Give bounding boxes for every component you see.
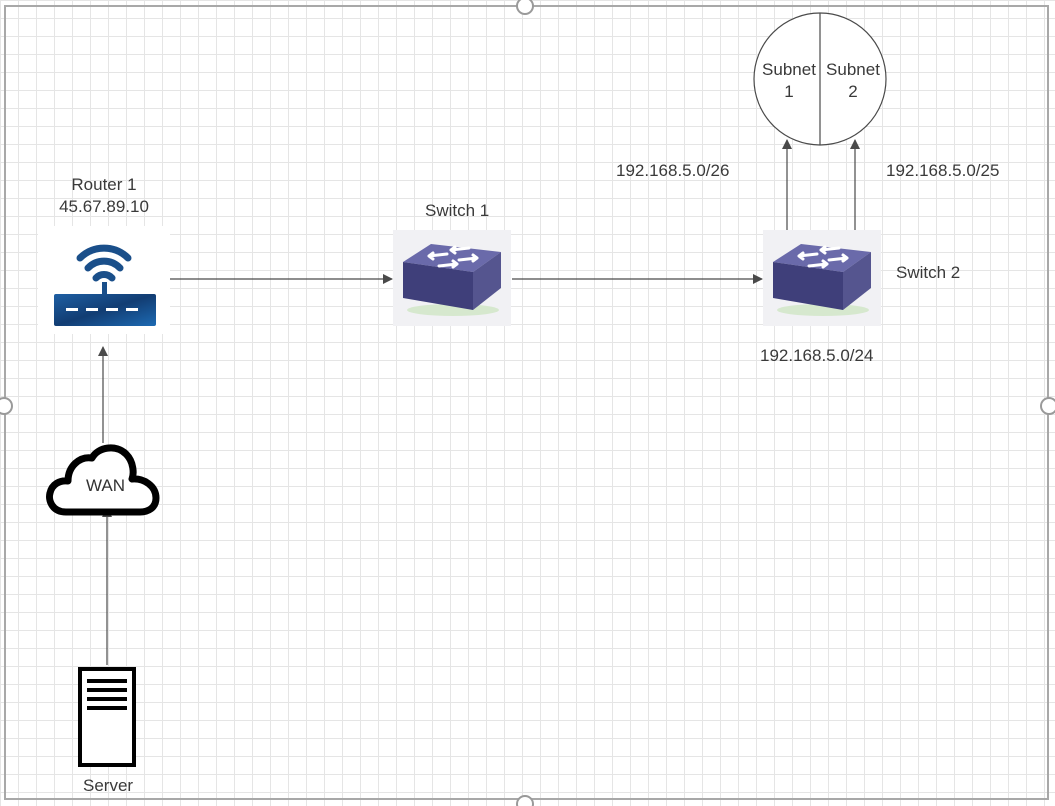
subnet1-cidr-label: 192.168.5.0/26 xyxy=(616,161,730,180)
wan-node[interactable]: WAN xyxy=(44,442,162,518)
switch1-label: Switch 1 xyxy=(425,201,490,220)
switch2-label: Switch 2 xyxy=(896,263,961,282)
subnet2-label-line2: 2 xyxy=(848,82,858,101)
resize-handle-right[interactable] xyxy=(1040,397,1055,415)
network-switch-icon xyxy=(403,244,501,316)
subnet-circle-shape xyxy=(753,12,887,146)
server-node[interactable] xyxy=(78,667,138,769)
resize-handle-bottom[interactable] xyxy=(516,795,534,806)
server-icon xyxy=(78,667,136,767)
subnet1-label: Subnet 1 xyxy=(758,59,820,103)
router-label: Router 1 45.67.89.10 xyxy=(30,174,178,218)
router-name: Router 1 xyxy=(71,175,137,194)
switch2-network-label: 192.168.5.0/24 xyxy=(760,346,874,365)
subnet1-label-line2: 1 xyxy=(784,82,794,101)
wifi-router-icon xyxy=(54,244,156,326)
subnet1-label-line1: Subnet xyxy=(762,60,816,79)
server-label: Server xyxy=(83,776,134,795)
network-switch-icon xyxy=(773,244,871,316)
router-node[interactable] xyxy=(38,226,170,334)
switch2-node[interactable] xyxy=(763,230,881,326)
switch1-node[interactable] xyxy=(393,230,511,326)
subnet2-label-line1: Subnet xyxy=(826,60,880,79)
resize-handle-top[interactable] xyxy=(516,0,534,15)
subnet2-label: Subnet 2 xyxy=(822,59,884,103)
subnet-circle[interactable] xyxy=(753,12,887,146)
wan-label: WAN xyxy=(86,476,126,495)
subnet2-cidr-label: 192.168.5.0/25 xyxy=(886,161,1000,180)
router-ip: 45.67.89.10 xyxy=(59,197,149,216)
cloud-icon xyxy=(46,444,160,516)
resize-handle-left[interactable] xyxy=(0,397,13,415)
